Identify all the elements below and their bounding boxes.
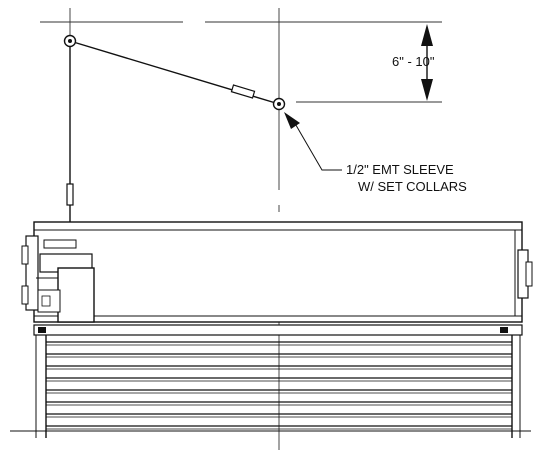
vertical-rod [66, 47, 74, 240]
door-curtain [10, 335, 531, 438]
operator-motor-body [57, 267, 95, 323]
left-bracket-tab-lower [21, 285, 29, 305]
callout-leader: 1/2" EMT SLEEVE W/ SET COLLARS [284, 112, 467, 194]
operator-gear-detail [41, 295, 51, 307]
door-hood [33, 221, 523, 323]
right-header-bolt [500, 327, 508, 333]
dimension-arrow-up-icon [421, 24, 433, 46]
dimension-arrow-down-icon [421, 79, 433, 101]
sleeve-arm [63, 34, 286, 111]
hood-outline [33, 221, 523, 323]
right-pivot-center [277, 102, 281, 106]
left-header-bolt [38, 327, 46, 333]
right-bracket-tab [525, 261, 533, 287]
callout-line-1: 1/2" EMT SLEEVE [346, 162, 454, 177]
top-pivot-center [68, 39, 72, 43]
dimension-label: 6" - 10" [392, 54, 435, 69]
left-bracket-tab-upper [21, 245, 29, 265]
leader-arrow-icon [284, 112, 300, 129]
left-end-bracket [25, 235, 39, 311]
right-end-bracket [517, 249, 533, 299]
dimension-marker: 6" - 10" [392, 24, 435, 101]
callout-line-2: W/ SET COLLARS [358, 179, 467, 194]
leader-line [292, 119, 342, 171]
rod-coupling [66, 183, 74, 206]
header-bar [33, 324, 523, 336]
rod-mount-bracket [43, 239, 77, 249]
sleeve-coupling [230, 84, 256, 99]
header-bar-outline [33, 324, 523, 336]
left-operator-assembly [21, 235, 95, 323]
curtain-slats [46, 341, 512, 430]
